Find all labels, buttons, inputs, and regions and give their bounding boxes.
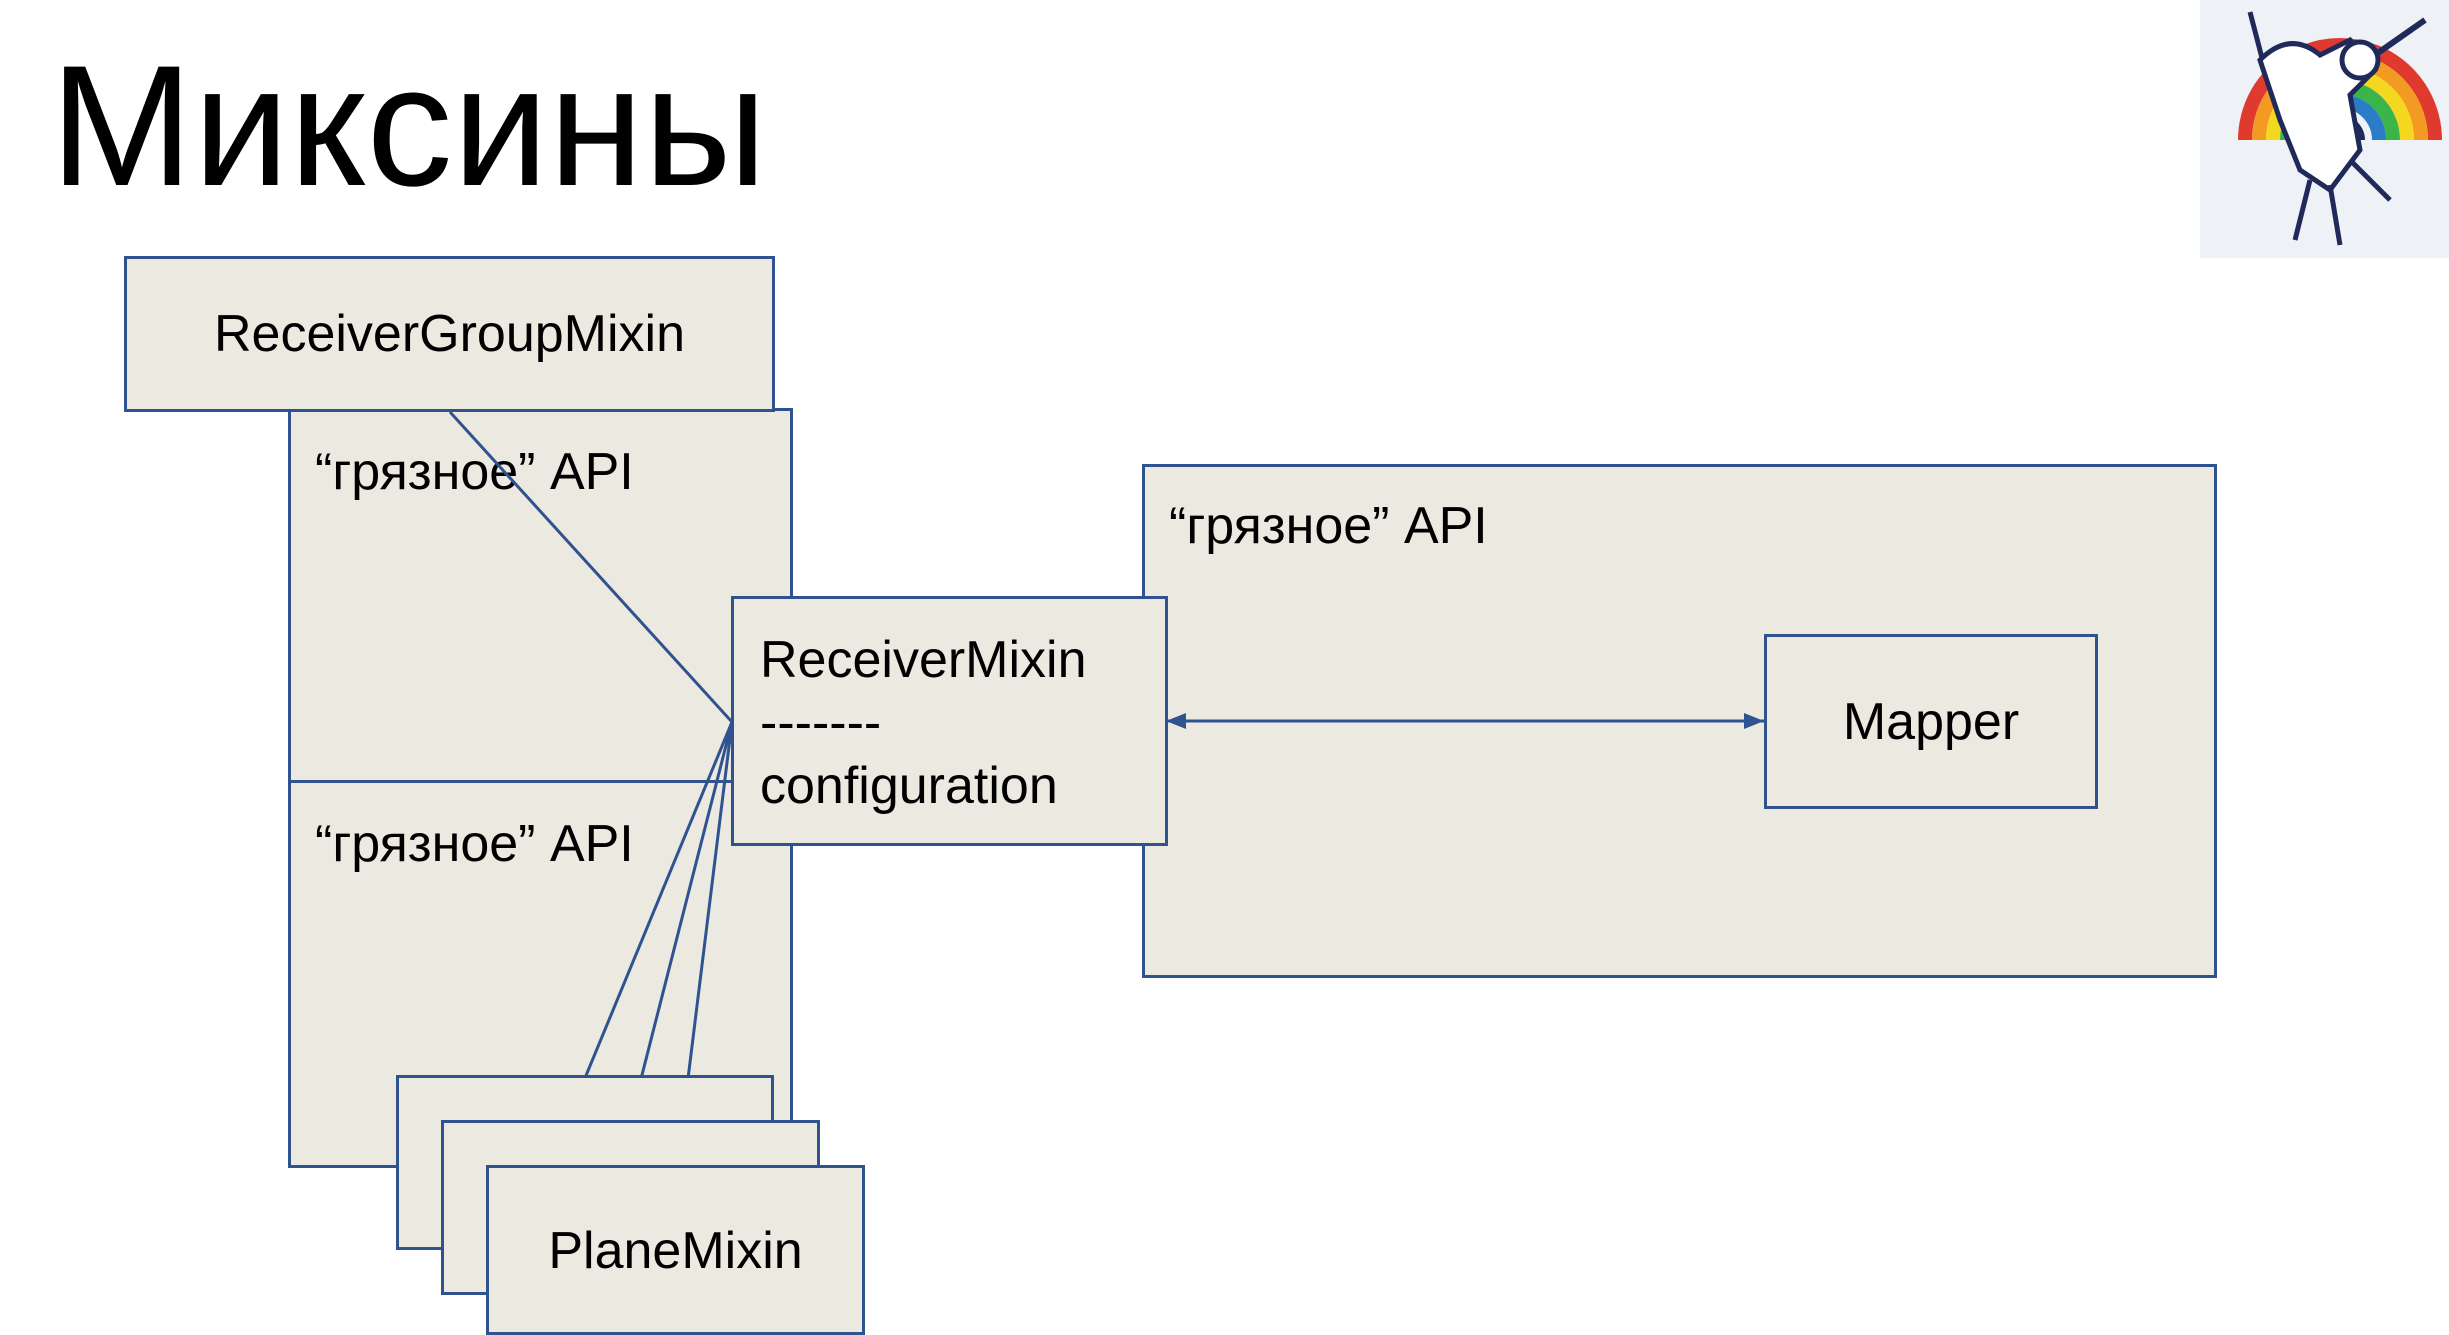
dirty-api-upper-box: “грязное” API: [288, 408, 793, 783]
plane-mixin-box-front: PlaneMixin: [486, 1165, 865, 1335]
dirty-api-upper-label: “грязное” API: [315, 443, 634, 501]
receiver-group-mixin-label: ReceiverGroupMixin: [213, 305, 686, 363]
receiver-mixin-separator: -------: [760, 694, 882, 752]
plane-mixin-label: PlaneMixin: [548, 1222, 803, 1280]
mapper-label: Mapper: [1842, 692, 2020, 751]
receiver-group-mixin-box: ReceiverGroupMixin: [124, 256, 775, 412]
slide-title: Миксины: [50, 30, 768, 222]
dirty-api-lower-label: “грязное” API: [315, 815, 634, 873]
receiver-mixin-section: configuration: [760, 757, 1058, 815]
receiver-mixin-name: ReceiverMixin: [760, 631, 1087, 689]
dirty-api-right-label: “грязное” API: [1169, 497, 1488, 555]
mapper-box: Mapper: [1764, 634, 2098, 809]
receiver-mixin-box: ReceiverMixin ------- configuration: [731, 596, 1168, 846]
unicorn-logo-icon: [2200, 0, 2449, 258]
